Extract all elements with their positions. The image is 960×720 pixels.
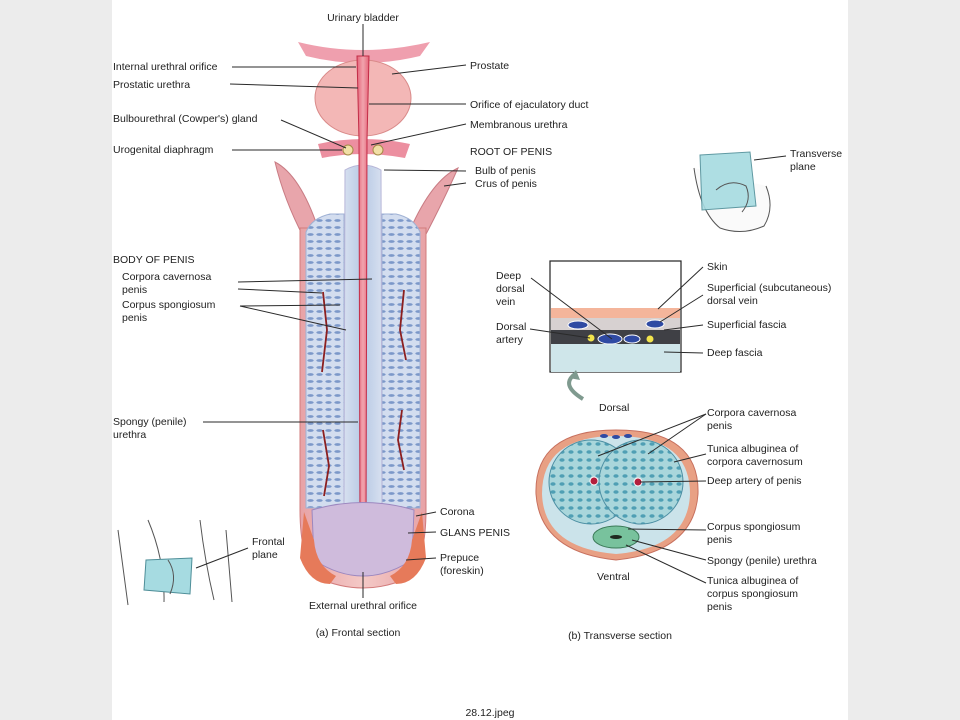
label-corpus-spongiosum: Corpus spongiosum	[122, 299, 216, 311]
label-glans-penis: GLANS PENIS	[440, 527, 510, 539]
bulbourethral-gland-shape-right	[372, 144, 384, 156]
label-orifice-ejaculatory-duct: Orifice of ejaculatory duct	[470, 99, 589, 111]
label-transverse-plane: Transverse	[790, 148, 842, 160]
label-prostatic-urethra: Prostatic urethra	[113, 79, 190, 91]
transverse-plane-shape	[699, 151, 757, 211]
label-dorsal-artery-2: artery	[496, 334, 524, 346]
deep-artery-right-2	[397, 409, 405, 471]
label-membranous-urethra: Membranous urethra	[470, 119, 568, 131]
label-tunica-cavernosum-2: corpora cavernosum	[707, 456, 803, 468]
label-deep-fascia: Deep fascia	[707, 347, 763, 359]
fascia-zoom-box	[549, 260, 682, 401]
label-prepuce: Prepuce	[440, 552, 479, 564]
label-bulb-of-penis: Bulb of penis	[475, 165, 536, 177]
label-ts-spongy-urethra: Spongy (penile) urethra	[707, 555, 817, 567]
label-crus-of-penis: Crus of penis	[475, 178, 537, 190]
label-ts-corpus-spongiosum-2: penis	[707, 534, 732, 546]
label-ts-corpora-cavernosa-2: penis	[707, 420, 732, 432]
label-ts-corpora-cavernosa: Corpora cavernosa	[707, 407, 796, 419]
deep-artery-left-2	[322, 429, 330, 497]
label-tunica-spongiosum-2: corpus spongiosum	[707, 588, 798, 600]
label-prepuce-2: (foreskin)	[440, 565, 484, 577]
label-tunica-spongiosum-3: penis	[707, 601, 732, 613]
label-corpora-cavernosa: Corpora cavernosa	[122, 271, 211, 283]
label-skin: Skin	[707, 261, 728, 273]
prepuce-shape	[300, 512, 336, 584]
label-root-of-penis: ROOT OF PENIS	[470, 146, 552, 158]
zoom-leader-lines	[529, 266, 704, 354]
label-corona: Corona	[440, 506, 475, 518]
urinary-bladder-shape	[298, 42, 430, 63]
label-frontal-plane: Frontal	[252, 536, 285, 548]
transverse-leader-lines	[597, 413, 707, 584]
caption-filename: 28.12.jpeg	[465, 707, 514, 719]
caption-frontal-section: (a) Frontal section	[316, 627, 401, 639]
label-tunica-cavernosum: Tunica albuginea of	[707, 443, 798, 455]
label-transverse-plane-2: plane	[790, 161, 816, 173]
frontal-plane-inset	[117, 519, 249, 606]
frontal-section-illustration	[274, 42, 459, 589]
slide-panel	[112, 0, 848, 720]
label-body-of-penis: BODY OF PENIS	[113, 254, 195, 266]
label-spongy-urethra-2: urethra	[113, 429, 146, 441]
label-corpus-spongiosum-2: penis	[122, 312, 147, 324]
label-superficial-fascia: Superficial fascia	[707, 319, 787, 331]
label-frontal-plane-2: plane	[252, 549, 278, 561]
corpus-cavernosum-left-shape	[305, 213, 345, 509]
label-internal-urethral-orifice: Internal urethral orifice	[113, 61, 218, 73]
label-corpora-cavernosa-2: penis	[122, 284, 147, 296]
transverse-plane-inset	[693, 151, 787, 232]
label-superficial-dorsal-vein-2: dorsal vein	[707, 295, 758, 307]
label-deep-dorsal-vein-3: vein	[496, 296, 515, 308]
transverse-section-illustration	[535, 429, 699, 561]
label-prostate: Prostate	[470, 60, 509, 72]
label-deep-dorsal-vein: Deep	[496, 270, 521, 282]
label-deep-artery: Deep artery of penis	[707, 475, 802, 487]
label-dorsal-artery: Dorsal	[496, 321, 526, 333]
caption-transverse-section: (b) Transverse section	[568, 630, 672, 642]
prepuce-shape-right	[390, 512, 426, 584]
frontal-leader-lines	[203, 24, 467, 598]
bulbourethral-gland-shape	[342, 144, 354, 156]
deep-artery-right	[399, 289, 407, 361]
label-dorsal: Dorsal	[599, 402, 629, 414]
label-tunica-spongiosum: Tunica albuginea of	[707, 575, 798, 587]
label-deep-dorsal-vein-2: dorsal	[496, 283, 525, 295]
label-ts-corpus-spongiosum: Corpus spongiosum	[707, 521, 801, 533]
glans-penis-shape	[311, 502, 415, 577]
label-bulbourethral-gland: Bulbourethral (Cowper's) gland	[113, 113, 258, 125]
label-urogenital-diaphragm: Urogenital diaphragm	[113, 144, 214, 156]
label-urinary-bladder: Urinary bladder	[327, 12, 399, 24]
label-spongy-urethra: Spongy (penile)	[113, 416, 187, 428]
label-external-urethral-orifice: External urethral orifice	[309, 600, 417, 612]
frontal-plane-shape	[143, 557, 193, 595]
label-ventral: Ventral	[597, 571, 630, 583]
label-superficial-dorsal-vein: Superficial (subcutaneous)	[707, 282, 831, 294]
corpus-cavernosum-right-shape	[381, 213, 421, 509]
